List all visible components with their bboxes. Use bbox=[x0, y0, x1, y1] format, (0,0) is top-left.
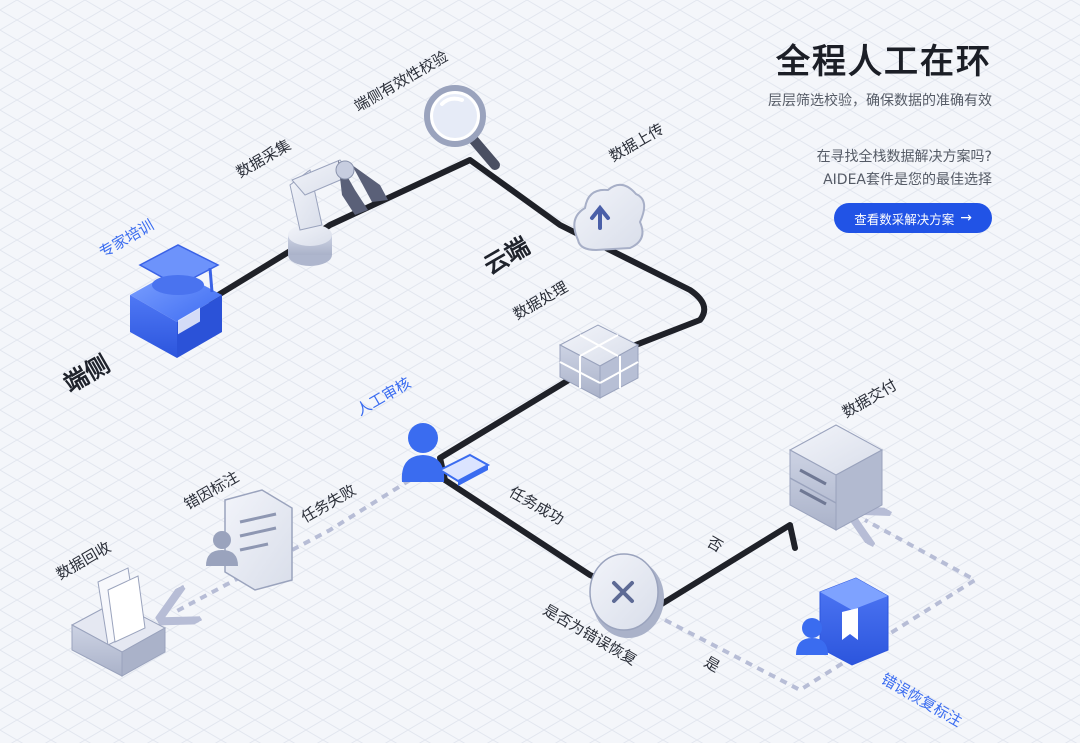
robot-arm-icon bbox=[288, 159, 388, 266]
expert-training-icon bbox=[130, 244, 222, 358]
main-flow-path bbox=[207, 157, 798, 608]
view-solution-button[interactable]: 查看数采解决方案 → bbox=[834, 203, 992, 233]
recovery-flow-path bbox=[664, 520, 979, 693]
view-solution-button-label: 查看数采解决方案 bbox=[854, 211, 955, 227]
error-recovery-annotation-icon bbox=[796, 577, 889, 666]
data-processing-cubes-icon bbox=[558, 324, 640, 399]
solution-prompt-line-2: AIDEA套件是您的最佳选择 bbox=[823, 172, 992, 188]
cloud-upload-icon bbox=[573, 183, 646, 252]
solution-prompt-line-1: 在寻找全栈数据解决方案吗? bbox=[816, 149, 992, 165]
data-recycle-tray-icon bbox=[70, 567, 167, 677]
manual-review-person-icon bbox=[401, 423, 491, 486]
page-subtitle: 层层筛选校验，确保数据的准确有效 bbox=[768, 93, 992, 109]
arrow-right-icon: → bbox=[960, 210, 972, 226]
solution-prompt: 在寻找全栈数据解决方案吗? AIDEA套件是您的最佳选择 bbox=[817, 146, 992, 192]
decision-error-recovery-icon bbox=[589, 553, 664, 638]
data-delivery-server-icon bbox=[788, 424, 884, 531]
magnifier-icon bbox=[424, 85, 500, 170]
error-cause-annotation-icon bbox=[206, 489, 293, 591]
page-title: 全程人工在环 bbox=[776, 42, 992, 82]
